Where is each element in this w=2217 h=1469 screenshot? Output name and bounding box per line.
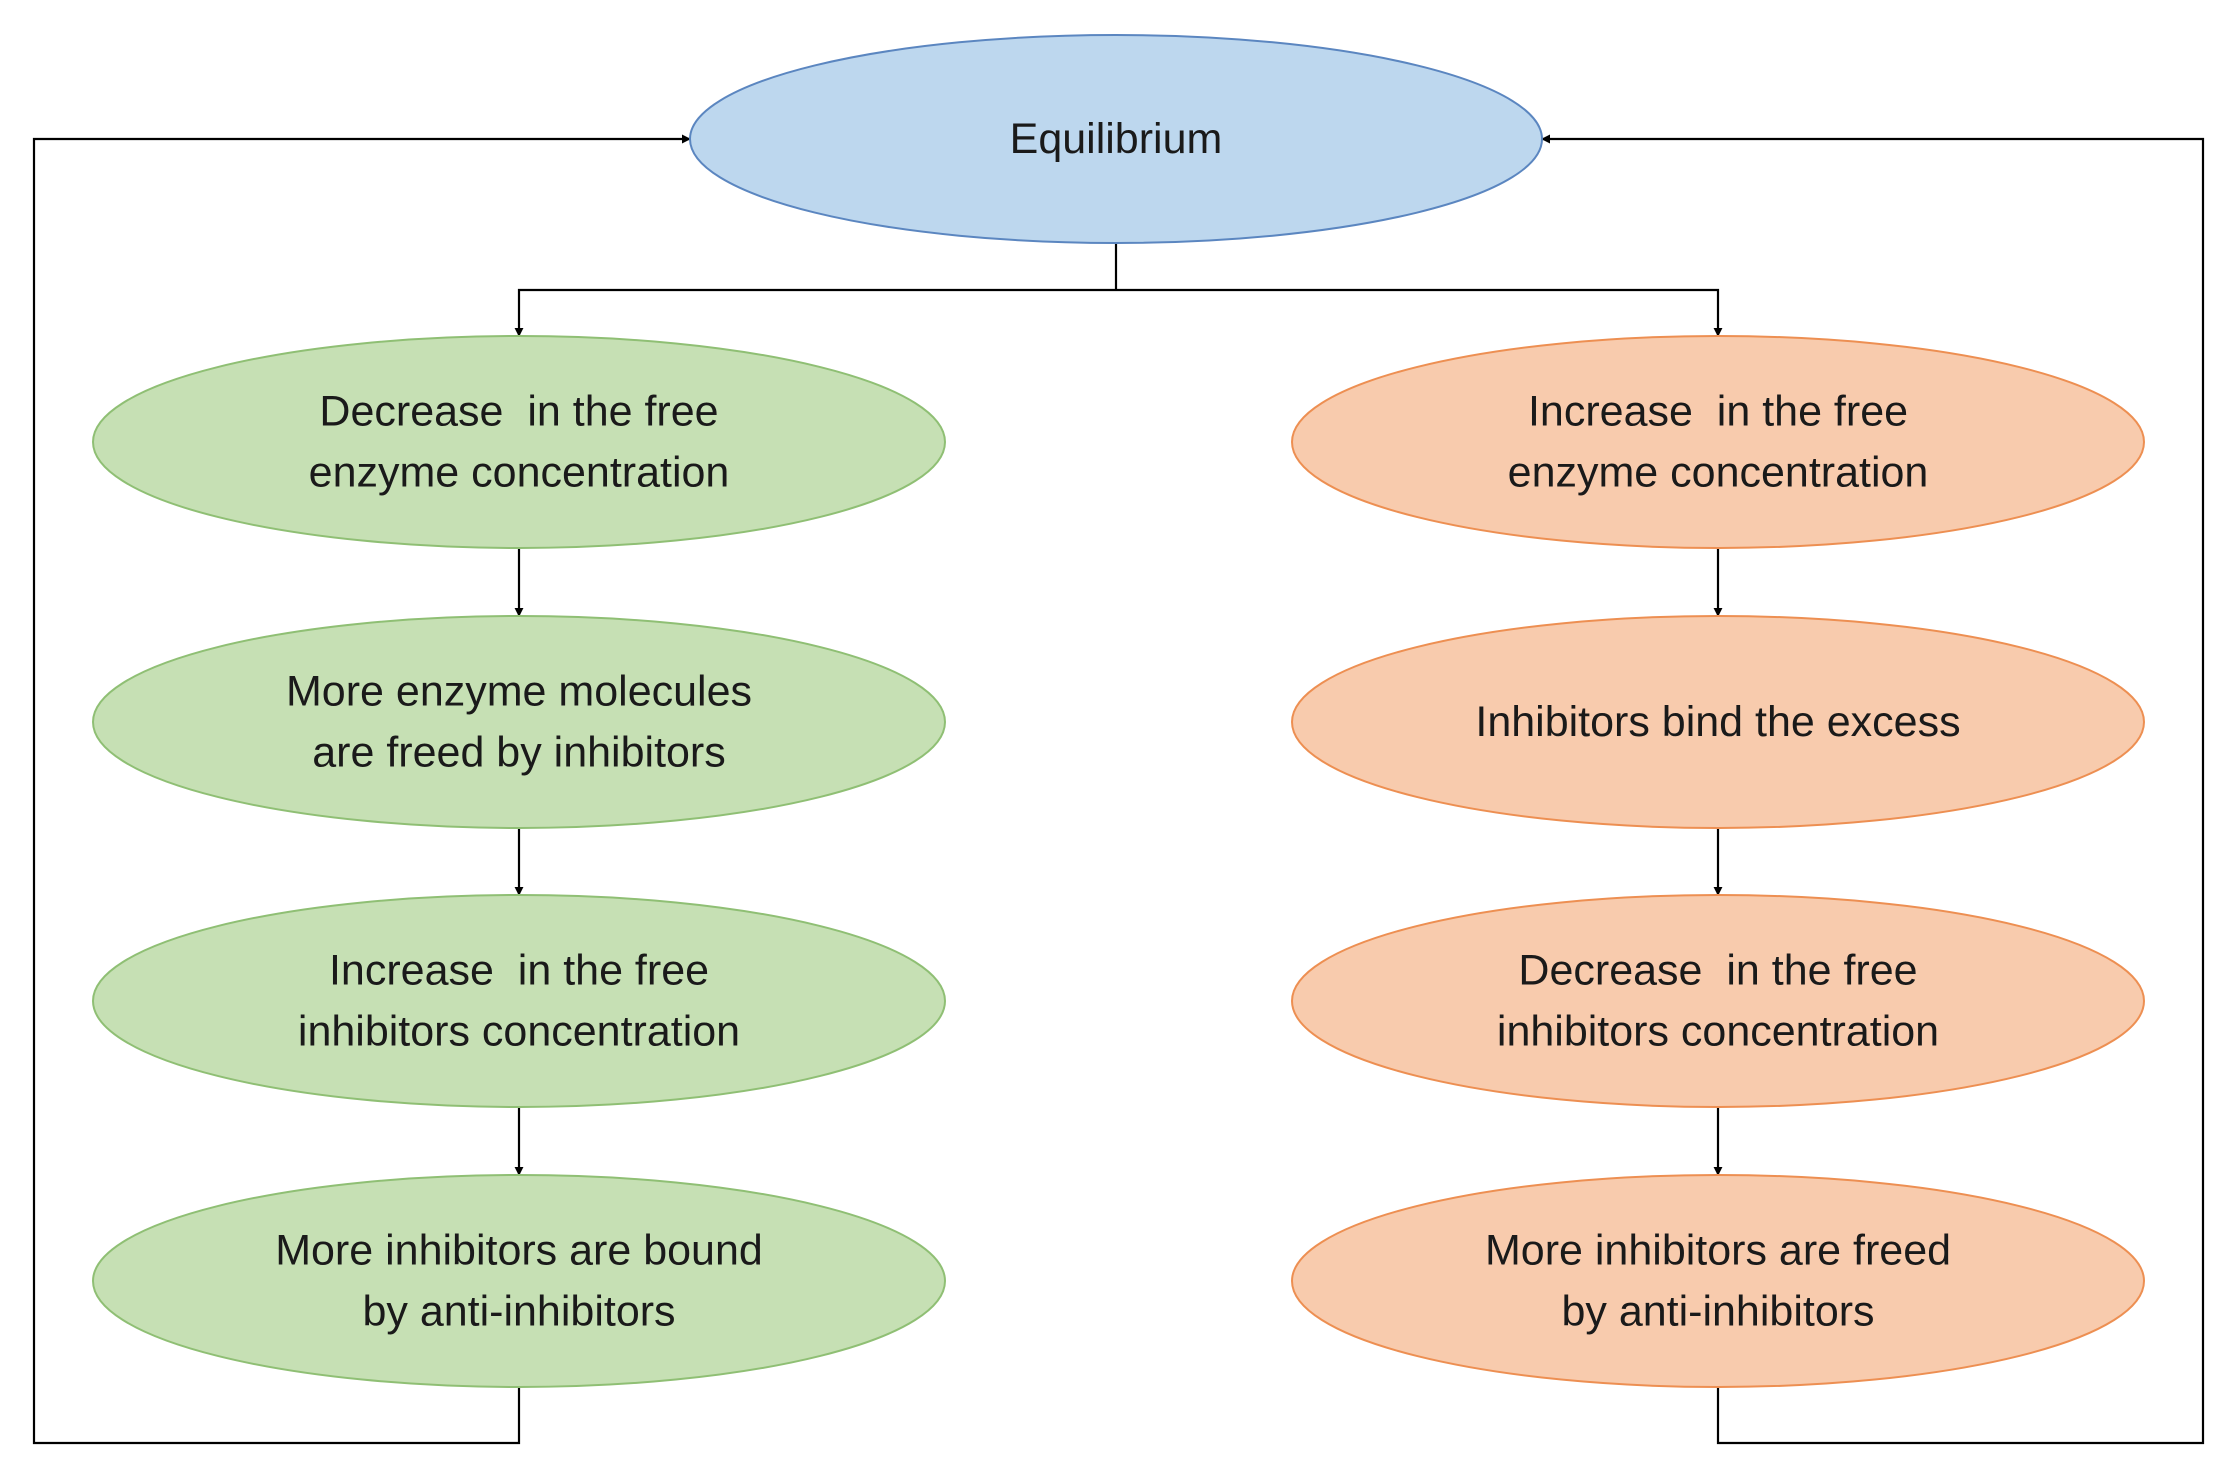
node-left-4-label-line-1: More inhibitors are bound bbox=[275, 1227, 763, 1275]
node-left-3-label-line-2: inhibitors concentration bbox=[298, 1008, 740, 1056]
node-left-3-label-line-1: Increase in the free bbox=[329, 947, 709, 995]
node-left-3-shape bbox=[92, 894, 946, 1108]
node-equilibrium-shape bbox=[689, 34, 1543, 244]
node-equilibrium-label-line-1: Equilibrium bbox=[1010, 115, 1223, 163]
node-left-4-label-line-2: by anti-inhibitors bbox=[362, 1288, 675, 1336]
node-right-3-label-line-2: inhibitors concentration bbox=[1497, 1008, 1939, 1056]
node-right-1-label-line-1: Increase in the free bbox=[1528, 388, 1908, 436]
node-right-2: Inhibitors bind the excess bbox=[1291, 615, 2145, 829]
node-right-4-label-line-2: by anti-inhibitors bbox=[1561, 1288, 1874, 1336]
node-left-4-shape bbox=[92, 1174, 946, 1388]
node-left-1-label-line-2: enzyme concentration bbox=[309, 449, 730, 497]
node-right-3: Decrease in the free inhibitors concentra… bbox=[1291, 894, 2145, 1108]
right-feedback-arrow bbox=[1541, 134, 2205, 1445]
node-left-2-label-line-1: More enzyme molecules bbox=[286, 668, 752, 716]
node-right-1-shape bbox=[1291, 335, 2145, 549]
root-to-left-arrow bbox=[514, 288, 1116, 337]
node-right-1: Increase in the free enzyme concentration bbox=[1291, 335, 2145, 549]
node-left-2-shape bbox=[92, 615, 946, 829]
node-left-3: Increase in the free inhibitors concentra… bbox=[92, 894, 946, 1108]
node-right-4: More inhibitors are freed by anti-inhibit… bbox=[1291, 1174, 2145, 1388]
node-left-1: Decrease in the free enzyme concentration bbox=[92, 335, 946, 549]
node-right-4-label-line-1: More inhibitors are freed bbox=[1485, 1227, 1951, 1275]
left-feedback-arrow bbox=[32, 134, 691, 1445]
node-right-3-label-line-1: Decrease in the free bbox=[1518, 947, 1917, 995]
node-left-2: More enzyme molecules are freed by inhibi… bbox=[92, 615, 946, 829]
node-left-1-label-line-1: Decrease in the free bbox=[319, 388, 718, 436]
node-right-3-shape bbox=[1291, 894, 2145, 1108]
node-left-4: More inhibitors are bound by anti-inhibit… bbox=[92, 1174, 946, 1388]
root-to-right-arrow bbox=[1116, 288, 1723, 337]
node-right-1-label-line-2: enzyme concentration bbox=[1508, 449, 1929, 497]
node-left-1-shape bbox=[92, 335, 946, 549]
node-equilibrium: Equilibrium bbox=[689, 34, 1543, 244]
node-right-2-label-line-1: Inhibitors bind the excess bbox=[1475, 698, 1960, 746]
node-right-4-shape bbox=[1291, 1174, 2145, 1388]
node-right-2-shape bbox=[1291, 615, 2145, 829]
node-left-2-label-line-2: are freed by inhibitors bbox=[312, 729, 726, 777]
connectors bbox=[32, 134, 2205, 1445]
